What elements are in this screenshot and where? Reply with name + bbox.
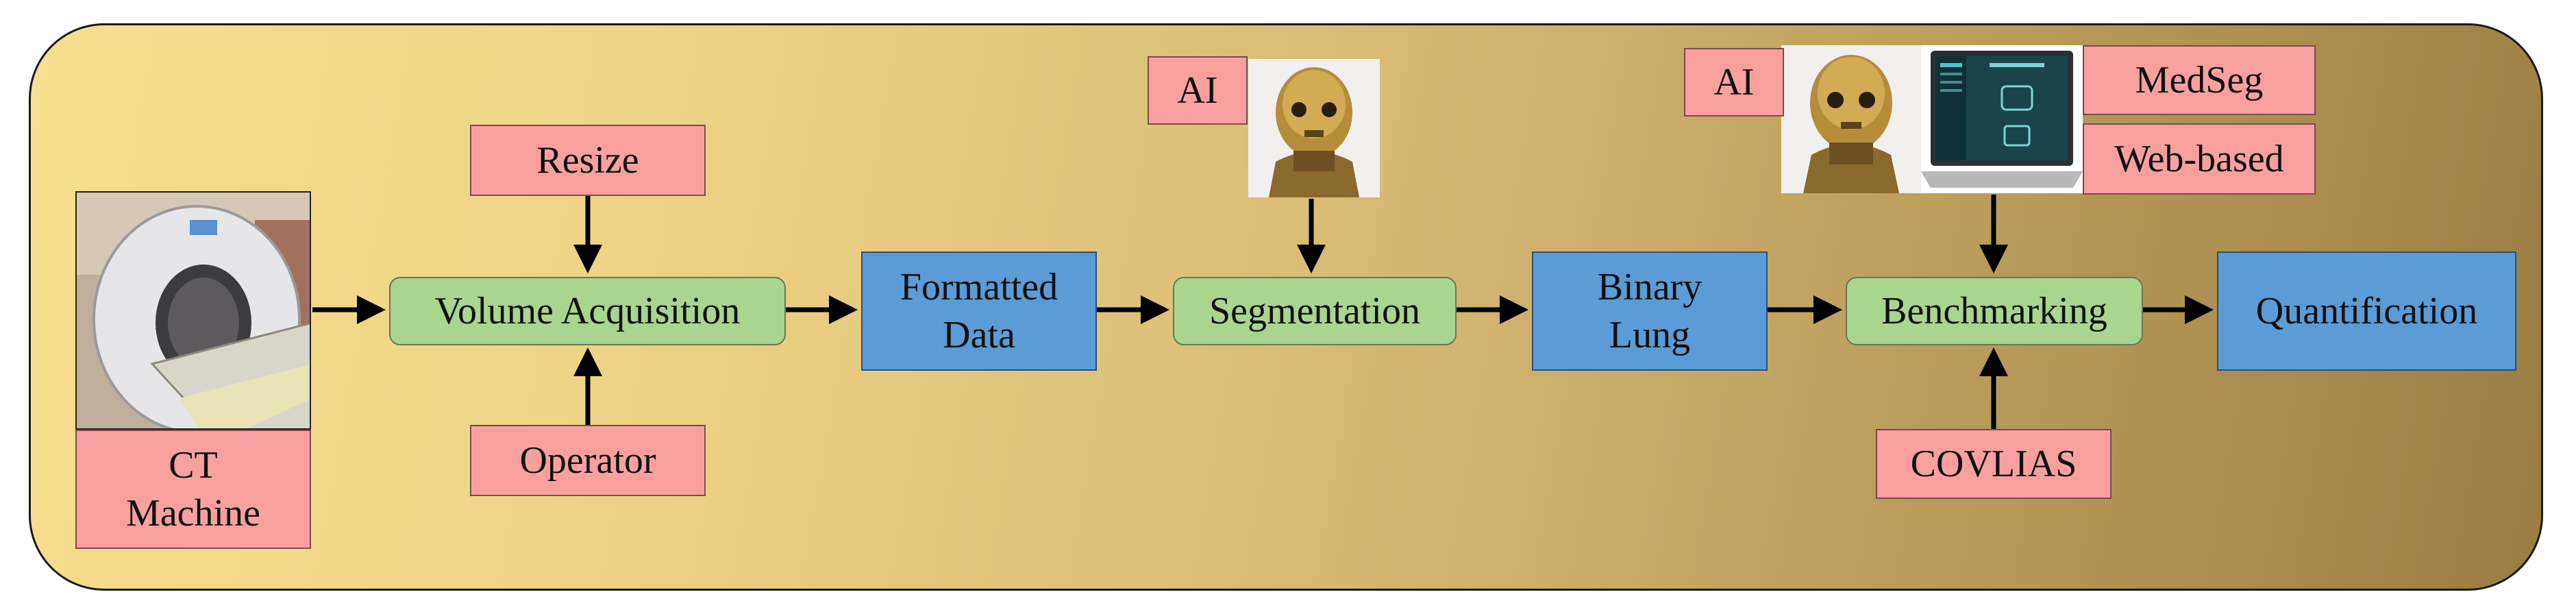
segmentation-box: Segmentation	[1173, 277, 1457, 345]
ai-robot-image-benchmarking	[1781, 45, 1921, 193]
operator-box: Operator	[470, 425, 706, 496]
volume-acquisition-box: Volume Acquisition	[389, 277, 786, 345]
web-based-box: Web-based	[2083, 123, 2316, 195]
ct-machine-box: CT Machine	[75, 430, 311, 549]
ai-benchmarking-box: AI	[1684, 48, 1784, 116]
benchmarking-box: Benchmarking	[1846, 277, 2143, 345]
quantification-box: Quantification	[2217, 251, 2516, 371]
ct-scanner-image	[75, 191, 311, 430]
resize-box: Resize	[470, 125, 706, 196]
covlias-box: COVLIAS	[1876, 429, 2111, 499]
ai-robot-image-segmentation	[1248, 59, 1380, 197]
binary-lung-box: Binary Lung	[1532, 251, 1768, 371]
formatted-data-box: Formatted Data	[861, 251, 1097, 371]
laptop-screen-image	[1921, 45, 2083, 193]
medseg-box: MedSeg	[2083, 45, 2316, 115]
ai-segmentation-box: AI	[1148, 56, 1248, 125]
